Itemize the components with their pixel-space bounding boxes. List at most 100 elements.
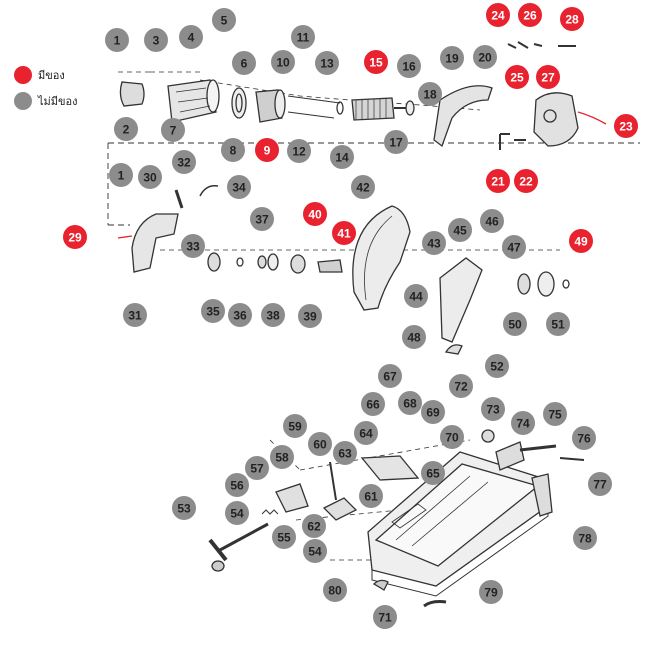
callout-badge xyxy=(514,169,538,193)
callout-badge xyxy=(402,325,426,349)
callout-55: 55 xyxy=(272,525,296,549)
callout-number: 30 xyxy=(143,171,157,185)
callout-47: 47 xyxy=(502,235,526,259)
callout-51: 51 xyxy=(546,312,570,336)
callout-number: 55 xyxy=(277,531,291,545)
callout-badge xyxy=(479,580,503,604)
callout-number: 3 xyxy=(153,34,160,48)
callout-67: 67 xyxy=(378,364,402,388)
callout-number: 51 xyxy=(551,318,565,332)
callout-number: 40 xyxy=(308,208,322,222)
callout-badge xyxy=(421,461,445,485)
callout-badge xyxy=(271,50,295,74)
callout-number: 9 xyxy=(264,144,271,158)
callout-badge xyxy=(287,139,311,163)
callout-badge xyxy=(225,473,249,497)
callout-badge xyxy=(250,207,274,231)
callout-39: 39 xyxy=(298,304,322,328)
callout-badge xyxy=(364,50,388,74)
callout-13: 13 xyxy=(315,51,339,75)
callout-badge xyxy=(303,202,327,226)
callout-number: 28 xyxy=(565,13,579,27)
callout-80: 80 xyxy=(323,578,347,602)
callout-19: 19 xyxy=(440,46,464,70)
callout-badge xyxy=(588,472,612,496)
callout-badge xyxy=(481,397,505,421)
callout-number: 72 xyxy=(454,380,468,394)
callout-badge xyxy=(384,130,408,154)
callout-number: 73 xyxy=(486,403,500,417)
legend-unavailable-swatch xyxy=(14,92,32,110)
callout-number: 54 xyxy=(230,507,244,521)
callout-number: 56 xyxy=(230,479,244,493)
callout-badge xyxy=(354,421,378,445)
callout-36: 36 xyxy=(228,303,252,327)
callout-number: 42 xyxy=(356,181,370,195)
callout-badge xyxy=(486,3,510,27)
callout-25: 25 xyxy=(505,65,529,89)
callout-badge xyxy=(283,414,307,438)
callout-14: 14 xyxy=(330,145,354,169)
callout-badge xyxy=(161,118,185,142)
callout-49: 49 xyxy=(569,229,593,253)
callout-number: 29 xyxy=(68,231,82,245)
callout-number: 41 xyxy=(337,227,351,241)
callout-badge xyxy=(109,163,133,187)
callout-number: 43 xyxy=(427,237,441,251)
callout-badge xyxy=(114,117,138,141)
callout-35: 35 xyxy=(201,299,225,323)
callout-badge xyxy=(302,514,326,538)
callout-badge xyxy=(308,432,332,456)
callout-badge xyxy=(518,3,542,27)
callout-42: 42 xyxy=(351,175,375,199)
base-assembly-parts xyxy=(208,429,585,608)
callout-badge xyxy=(245,456,269,480)
callout-31: 31 xyxy=(123,303,147,327)
callout-number: 69 xyxy=(426,406,440,420)
callout-number: 31 xyxy=(128,309,142,323)
callout-number: 12 xyxy=(292,145,306,159)
callout-number: 60 xyxy=(313,438,327,452)
callout-30: 30 xyxy=(138,165,162,189)
callout-43: 43 xyxy=(422,231,446,255)
callout-number: 1 xyxy=(118,169,125,183)
callout-18: 18 xyxy=(418,82,442,106)
callout-number: 65 xyxy=(426,467,440,481)
callout-76: 76 xyxy=(572,426,596,450)
callout-badge xyxy=(572,426,596,450)
callout-number: 35 xyxy=(206,305,220,319)
legend-unavailable: ไม่มีของ xyxy=(14,92,78,110)
callout-20: 20 xyxy=(473,45,497,69)
callout-71: 71 xyxy=(373,605,397,629)
callout-badge xyxy=(201,299,225,323)
callout-29: 29 xyxy=(63,225,87,249)
callout-75: 75 xyxy=(543,402,567,426)
callout-badge xyxy=(378,364,402,388)
callout-badge xyxy=(212,8,236,32)
callout-number: 11 xyxy=(297,31,310,45)
callout-badge xyxy=(422,231,446,255)
callout-badge xyxy=(179,25,203,49)
callout-number: 7 xyxy=(170,124,177,138)
callout-badge xyxy=(63,225,87,249)
callout-73: 73 xyxy=(481,397,505,421)
callout-7: 7 xyxy=(161,118,185,142)
callout-badge xyxy=(351,175,375,199)
callout-45: 45 xyxy=(448,218,472,242)
callout-10: 10 xyxy=(271,50,295,74)
callout-41: 41 xyxy=(332,221,356,245)
callout-number: 50 xyxy=(508,318,522,332)
callout-64: 64 xyxy=(354,421,378,445)
callout-56: 56 xyxy=(225,473,249,497)
callout-53: 53 xyxy=(172,496,196,520)
callout-number: 52 xyxy=(490,360,504,374)
callout-16: 16 xyxy=(397,54,421,78)
callout-badge xyxy=(291,25,315,49)
callout-65: 65 xyxy=(421,461,445,485)
callout-23: 23 xyxy=(614,114,638,138)
callout-79: 79 xyxy=(479,580,503,604)
upper-assembly-parts xyxy=(107,41,640,355)
callout-number: 22 xyxy=(519,175,533,189)
callout-badge xyxy=(105,28,129,52)
